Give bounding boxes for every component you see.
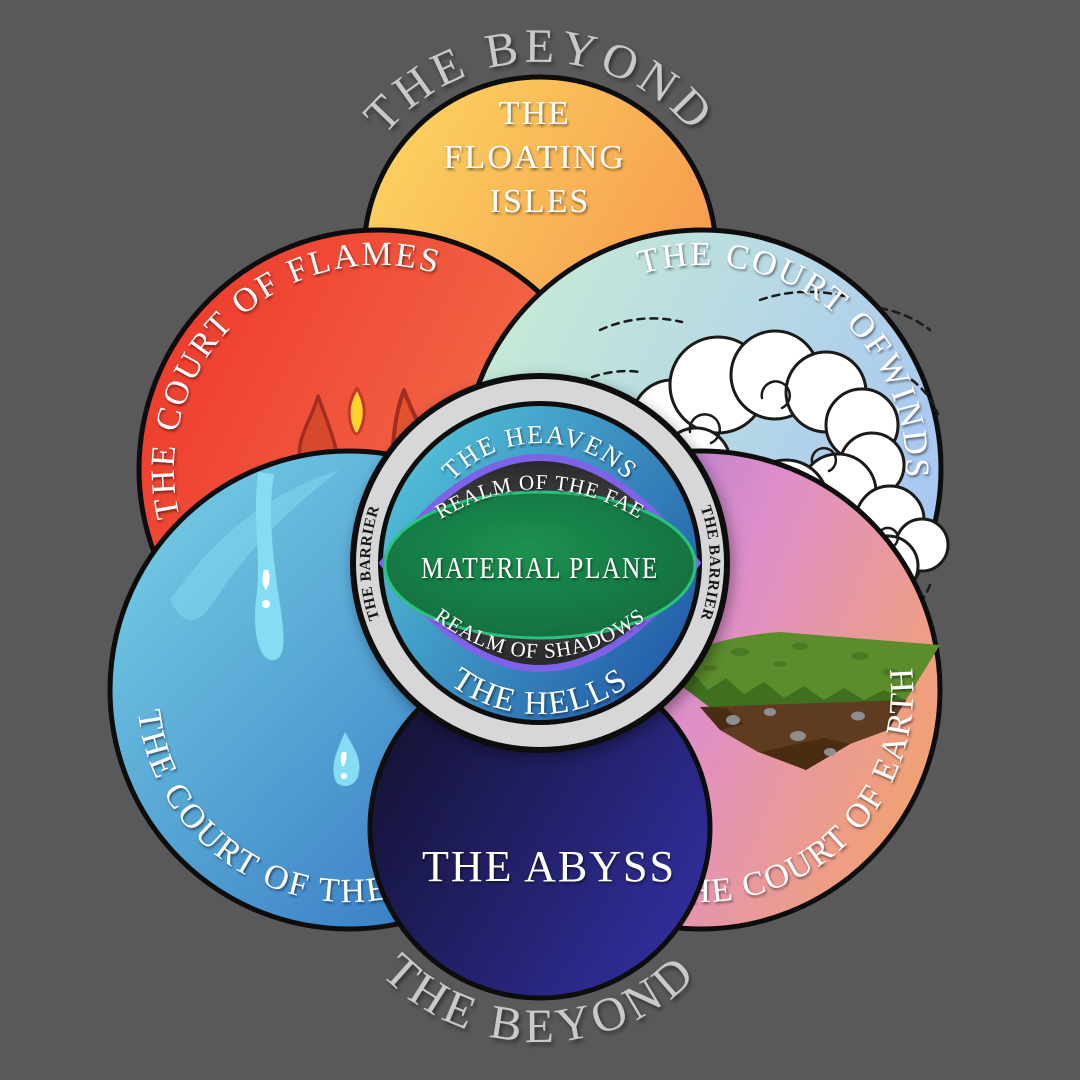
floating-island-icon [660,632,940,770]
floating-isles-label: THE FLOATING ISLES [444,95,637,220]
material-plane-ellipse [383,490,697,640]
material-plane-label: MATERIAL PLANE [421,550,659,585]
abyss-label: THE ABYSS [422,842,676,891]
plane-abyss: THE ABYSS [367,655,713,1001]
barrier-sphere: THE HEAVENS THE HELLS REALM OF THE FAE R… [350,373,730,753]
